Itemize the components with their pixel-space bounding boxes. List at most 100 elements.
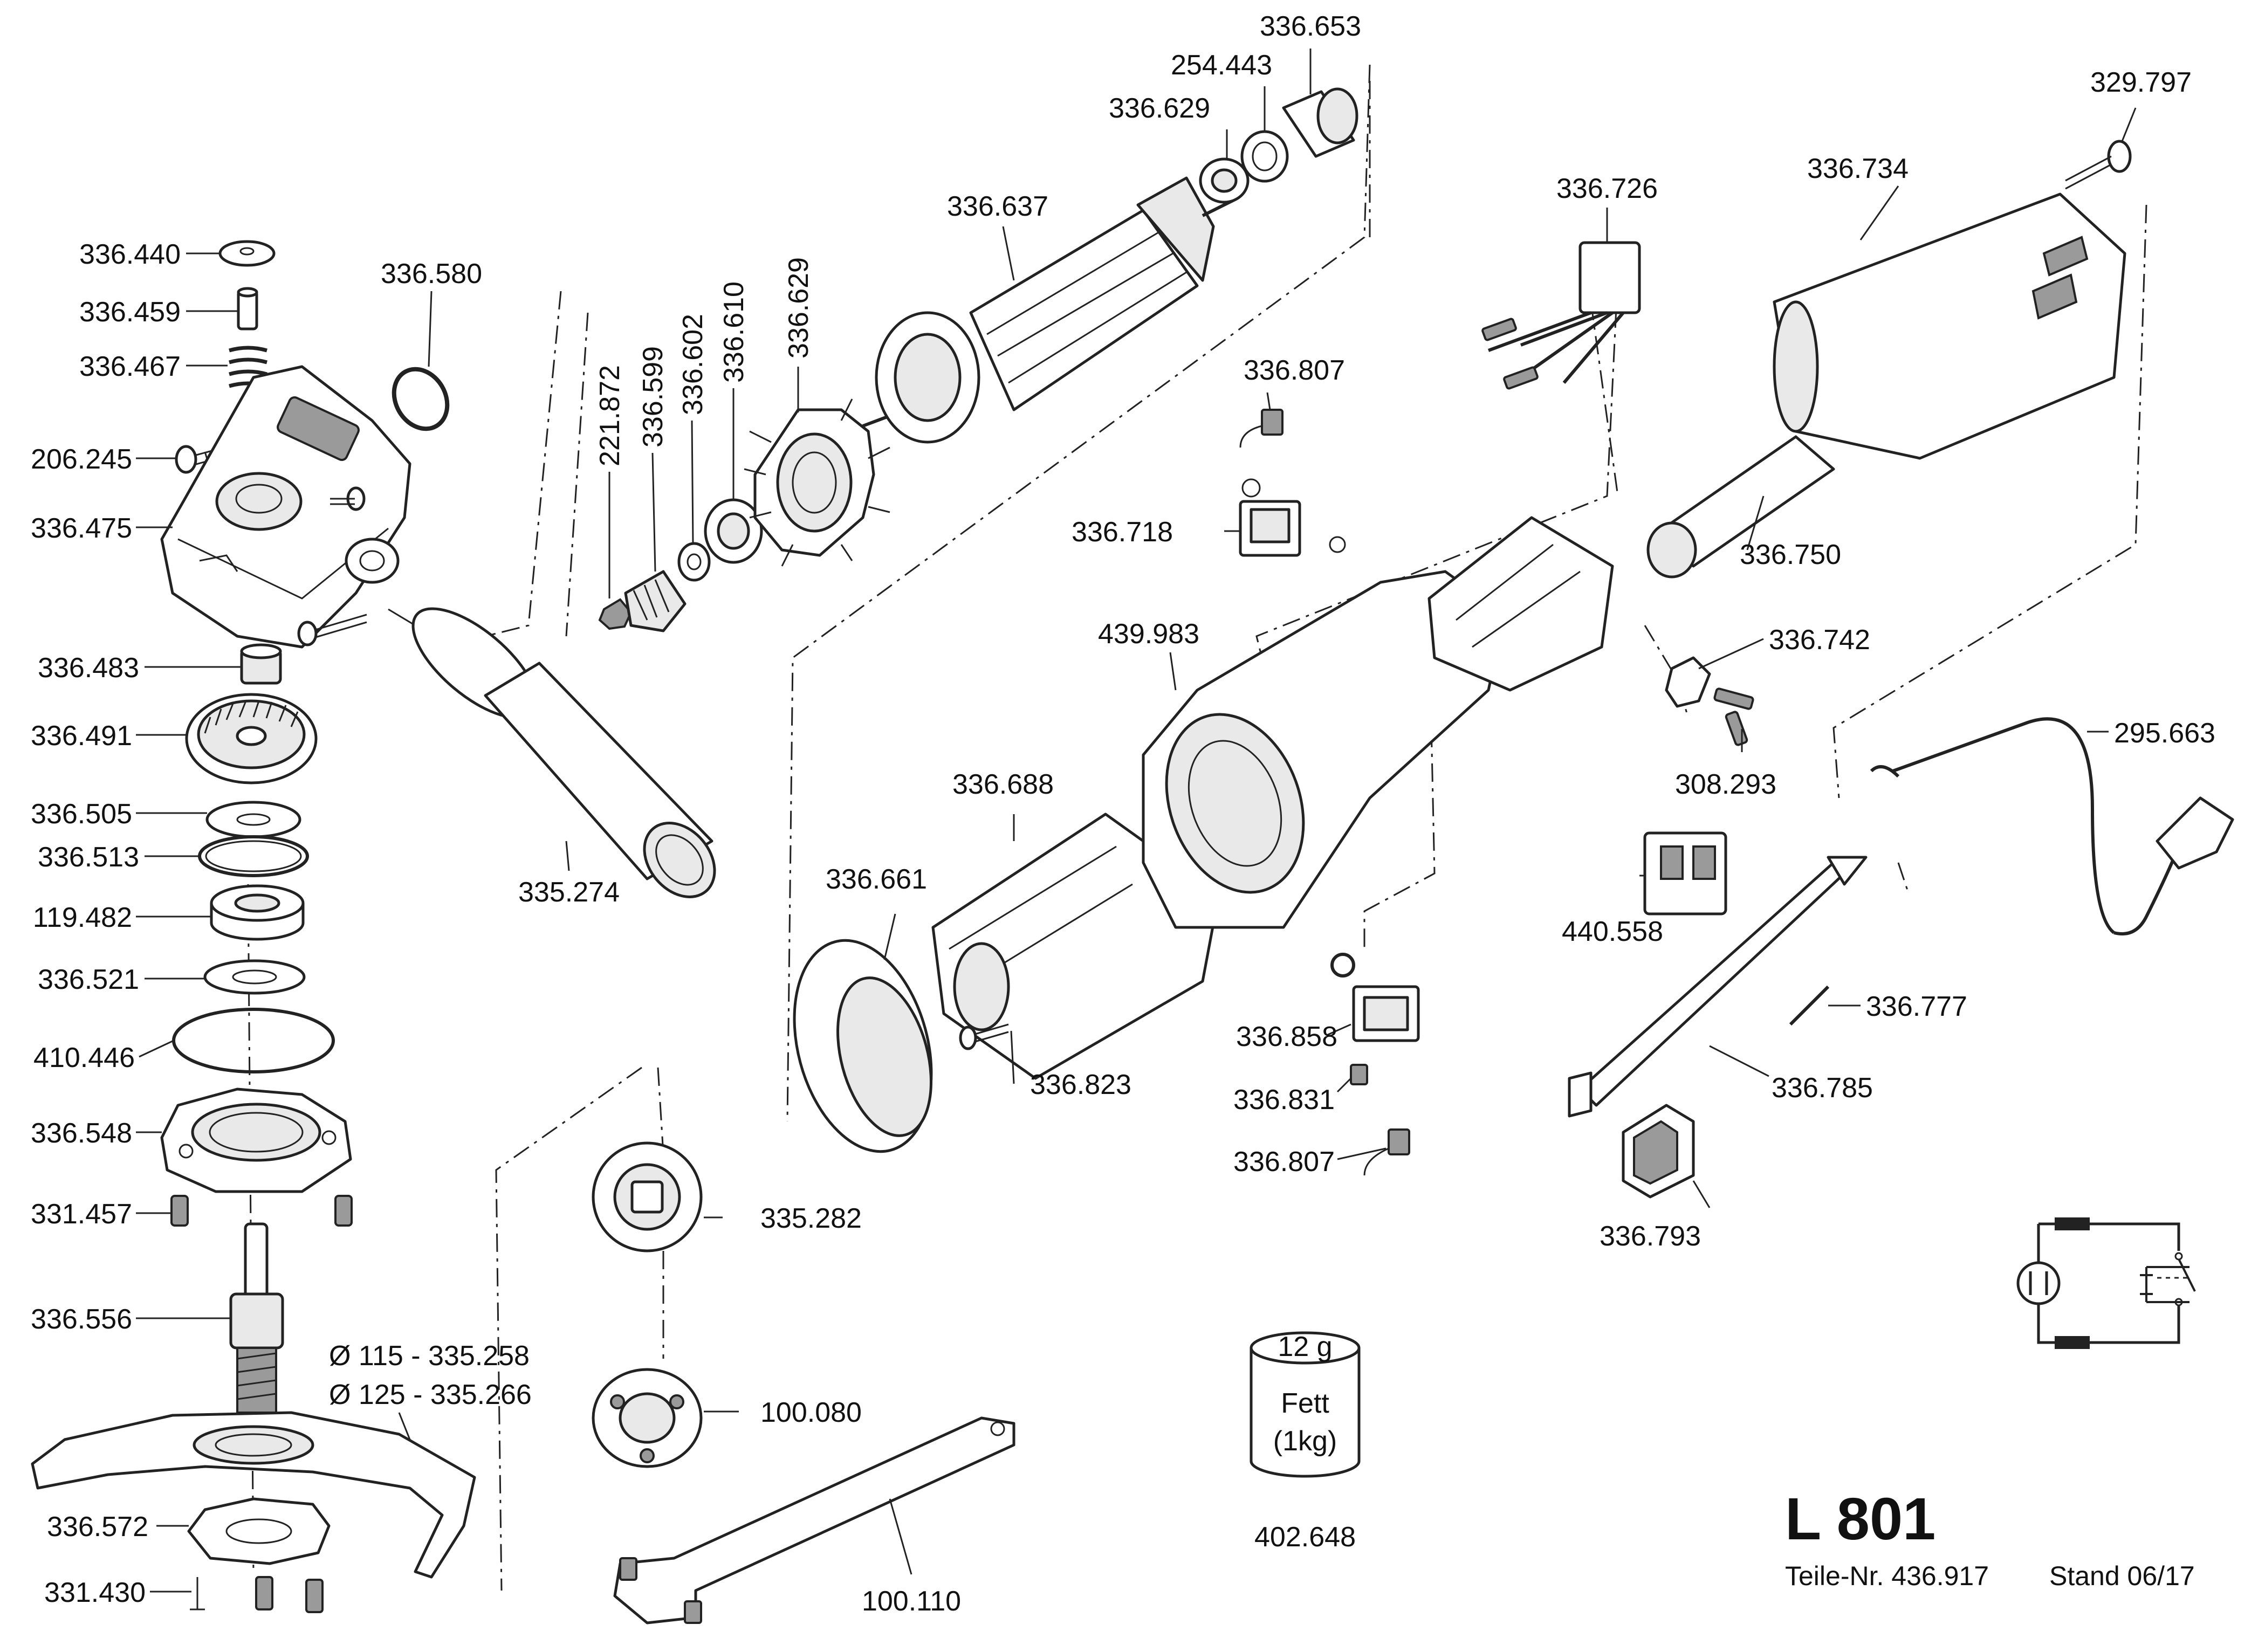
- o-ring: [172, 1008, 335, 1073]
- label-336-505: 336.505: [31, 799, 132, 830]
- assembly-guide-lines: [247, 64, 2147, 1591]
- spindle-washer: [205, 801, 301, 838]
- label-254-443: 254.443: [1171, 50, 1272, 81]
- label-336-785: 336.785: [1772, 1072, 1873, 1104]
- leader-lines: [136, 49, 2137, 1593]
- armature-chain: [598, 87, 1358, 632]
- label-336-661: 336.661: [826, 864, 927, 895]
- label-440-558: 440.558: [1562, 916, 1663, 947]
- label-336-491: 336.491: [31, 720, 132, 752]
- title-block: L 801 Teile-Nr. 436.917 Stand 06/17: [1785, 1486, 2195, 1591]
- label-336-718: 336.718: [1072, 517, 1173, 548]
- label-402-648: 402.648: [1254, 1522, 1356, 1553]
- wheel-guard: [31, 1411, 476, 1579]
- label-100-080: 100.080: [760, 1397, 862, 1428]
- label-336-742: 336.742: [1769, 624, 1870, 656]
- revision-date: Stand 06/17: [2049, 1561, 2195, 1591]
- cable-clamp: [1665, 656, 1711, 708]
- gasket-ring: [392, 367, 450, 431]
- part-number: Teile-Nr. 436.917: [1785, 1561, 1989, 1591]
- label-336-521: 336.521: [38, 964, 139, 995]
- label-336-599: 336.599: [637, 346, 669, 448]
- clamping-flange: [592, 1141, 703, 1252]
- label-336-440: 336.440: [79, 239, 181, 270]
- stator-field: [931, 813, 1220, 1080]
- side-handle: [388, 607, 716, 898]
- label-336-653: 336.653: [1260, 11, 1361, 42]
- label-336-629-b: 336.629: [1109, 93, 1210, 124]
- label-336-750: 336.750: [1740, 539, 1841, 570]
- label-336-475: 336.475: [31, 513, 132, 544]
- carbon-brush-lower: [1363, 1128, 1410, 1176]
- spindle-lock-button: [218, 240, 276, 267]
- part-labels: 336.440 336.459 336.467 206.245 336.475 …: [31, 11, 2215, 1617]
- switch-actuator-group: [1568, 856, 1868, 1199]
- brush-cap: [1350, 1064, 1368, 1085]
- label-336-629-a: 336.629: [783, 257, 814, 359]
- guard-clamp-plate: [187, 1497, 331, 1565]
- clamping-nut: [592, 1368, 703, 1468]
- switch-unit: [1643, 831, 1727, 916]
- grease-can: 12 g Fett (1kg): [1250, 1331, 1361, 1478]
- brush-spring-lower: [1330, 953, 1355, 978]
- label-336-602: 336.602: [677, 314, 709, 415]
- flange-screws: [170, 1195, 353, 1227]
- gear-housing: [160, 365, 411, 649]
- brush-holder-lower: [1352, 985, 1420, 1042]
- label-336-548: 336.548: [31, 1118, 132, 1149]
- label-100-110: 100.110: [862, 1586, 961, 1617]
- needle-bearing: [240, 643, 282, 685]
- wiring-schematic: [2016, 1217, 2196, 1349]
- carbon-brush-upper: [1239, 409, 1284, 448]
- label-119-482: 119.482: [33, 902, 132, 933]
- label-410-446: 410.446: [33, 1042, 135, 1073]
- label-295-663: 295.663: [2114, 718, 2215, 749]
- pinion-nut: [598, 598, 633, 630]
- label-336-858: 336.858: [1236, 1021, 1337, 1052]
- bearing-flange: [160, 1087, 352, 1193]
- lock-pin: [237, 287, 258, 331]
- label-336-823: 336.823: [1030, 1069, 1131, 1100]
- label-336-610: 336.610: [718, 281, 750, 383]
- accessory-group: [592, 1141, 1015, 1625]
- bearing-washer: [203, 959, 306, 995]
- label-336-572: 336.572: [47, 1511, 148, 1543]
- suppressor: [1481, 241, 1641, 390]
- label-336-734: 336.734: [1807, 153, 1909, 184]
- label-336-556: 336.556: [31, 1304, 132, 1335]
- label-335-266: Ø 125 - 335.266: [329, 1379, 532, 1410]
- lock-spring: [229, 346, 267, 388]
- grease-weight: 12 g: [1278, 1331, 1332, 1362]
- label-439-983: 439.983: [1098, 618, 1199, 650]
- label-329-797: 329.797: [2090, 67, 2192, 98]
- ball-bearing: [210, 884, 305, 941]
- label-335-282: 335.282: [760, 1203, 862, 1234]
- cover-screw: [2065, 140, 2132, 190]
- switch-rod: [1568, 856, 1868, 1118]
- rear-housing-group: [1646, 140, 2234, 935]
- cable-sleeve: [1646, 435, 1835, 579]
- label-336-580: 336.580: [381, 258, 482, 290]
- guard-screws: [190, 1576, 324, 1613]
- label-336-513: 336.513: [38, 842, 139, 873]
- switch-spring: [1789, 985, 1830, 1026]
- label-335-258: Ø 115 - 335.258: [329, 1340, 530, 1372]
- housing-screws-right: [297, 486, 367, 646]
- brush-and-electrical: [1239, 241, 1754, 1176]
- fan-baffle: [744, 398, 890, 567]
- label-206-245: 206.245: [31, 444, 132, 475]
- motor-housing: [1142, 570, 1506, 929]
- pin-spanner: [613, 1416, 1015, 1625]
- armature-bearing-rear: [1199, 157, 1250, 204]
- side-handle-group: [388, 367, 716, 898]
- armature-bearing-front: [704, 498, 763, 564]
- motor-section: [793, 570, 1506, 1153]
- spacer-ring: [677, 542, 711, 582]
- gear-head-column: [31, 240, 476, 1613]
- label-336-726: 336.726: [1556, 173, 1658, 204]
- air-guide-ring: [793, 939, 933, 1153]
- power-cable: [1870, 717, 2234, 935]
- label-308-293: 308.293: [1675, 769, 1776, 800]
- label-336-807-a: 336.807: [1244, 355, 1345, 386]
